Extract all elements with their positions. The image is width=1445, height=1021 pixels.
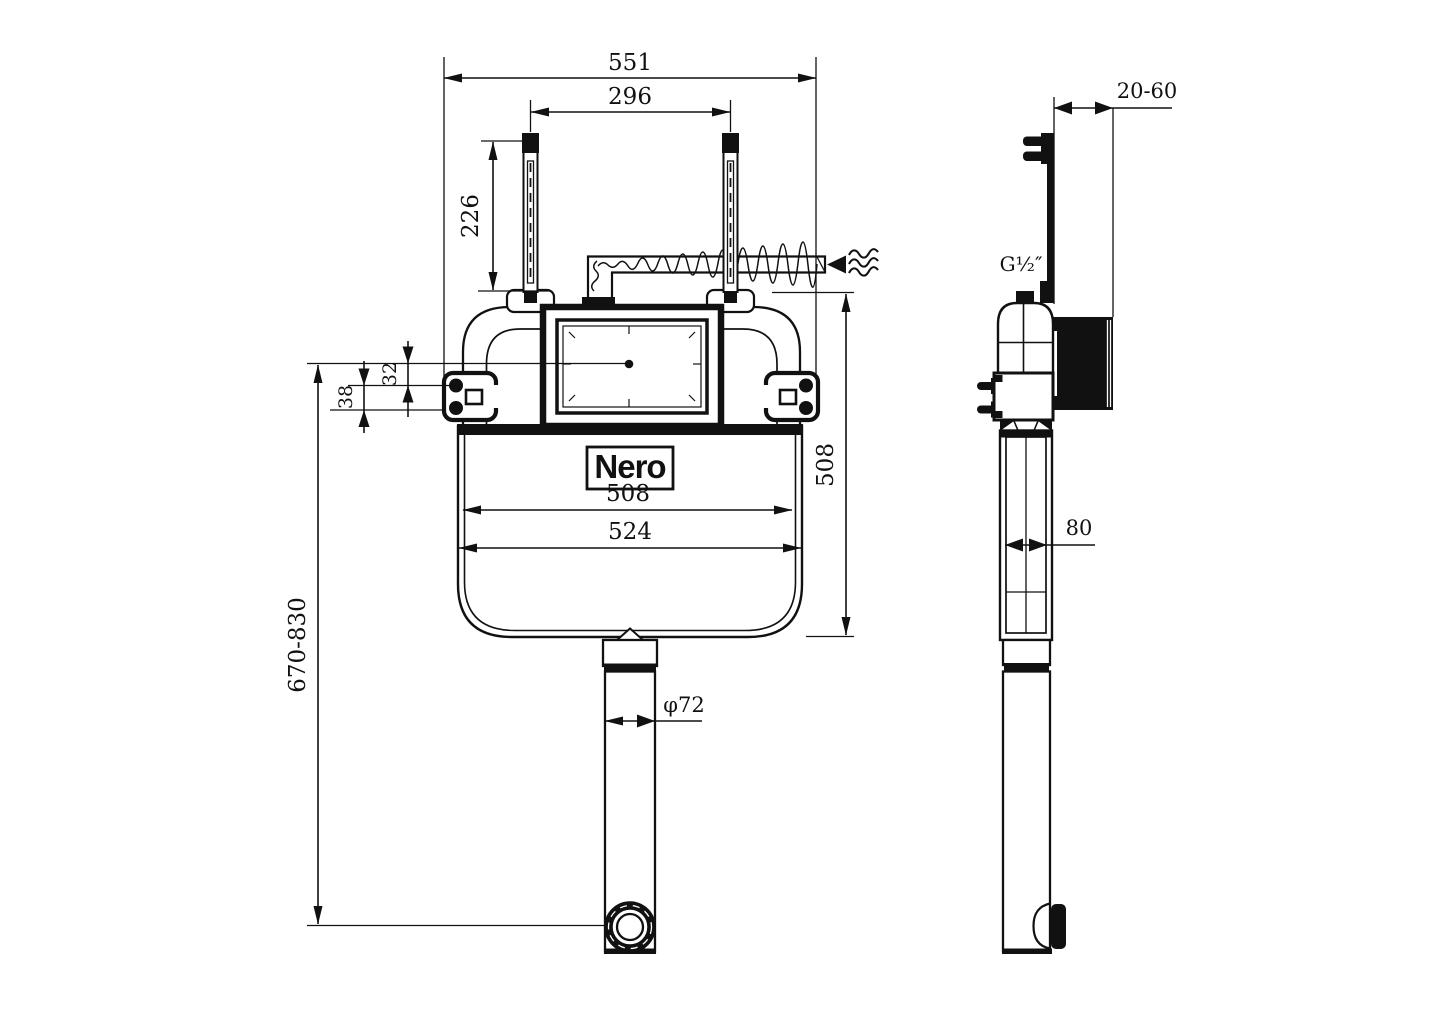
outlet-pipe-side (1001, 638, 1066, 954)
brand-logo-plate: Nero (585, 445, 675, 491)
dim-670-830-label: 670-830 (285, 597, 311, 693)
fixing-bracket-left (441, 370, 500, 423)
dim-32-label: 32 (379, 362, 401, 386)
valve-body-side (977, 281, 1055, 431)
threaded-rod-left (522, 133, 539, 293)
water-symbol-icon (848, 248, 879, 277)
fixing-bracket-right (762, 370, 821, 423)
dim-phi72-label: φ72 (663, 693, 704, 717)
dim-226-label: 226 (458, 194, 484, 238)
dim-296-label: 296 (608, 84, 652, 110)
brand-logo-text: Nero (594, 448, 665, 485)
water-flow-arrow-icon (827, 255, 846, 274)
outlet-pipe-front (601, 638, 659, 954)
dimensions: 551 296 226 32 38 508 524 508 670-830 φ7… (285, 50, 1178, 927)
water-wave-line (597, 241, 818, 288)
tank-side (998, 429, 1054, 642)
outlet-spigot (1051, 904, 1066, 949)
threaded-rod-side (1023, 133, 1055, 295)
thread-size-label: G½″ (1000, 252, 1043, 276)
dim-80-label: 80 (1066, 516, 1093, 540)
side-view (977, 133, 1113, 954)
front-view: Nero (441, 133, 879, 954)
dim-20-60-label: 20-60 (1117, 79, 1178, 103)
cistern-tank-body (456, 424, 804, 642)
dim-551-label: 551 (608, 50, 652, 76)
dim-508-inner-label: 508 (606, 481, 650, 507)
access-panel (539, 303, 725, 430)
wall-access-block (1050, 317, 1113, 410)
threaded-rod-right (722, 133, 739, 293)
dim-508-height-label: 508 (813, 443, 839, 487)
dim-38-label: 38 (335, 385, 357, 409)
dim-524-label: 524 (608, 519, 652, 545)
